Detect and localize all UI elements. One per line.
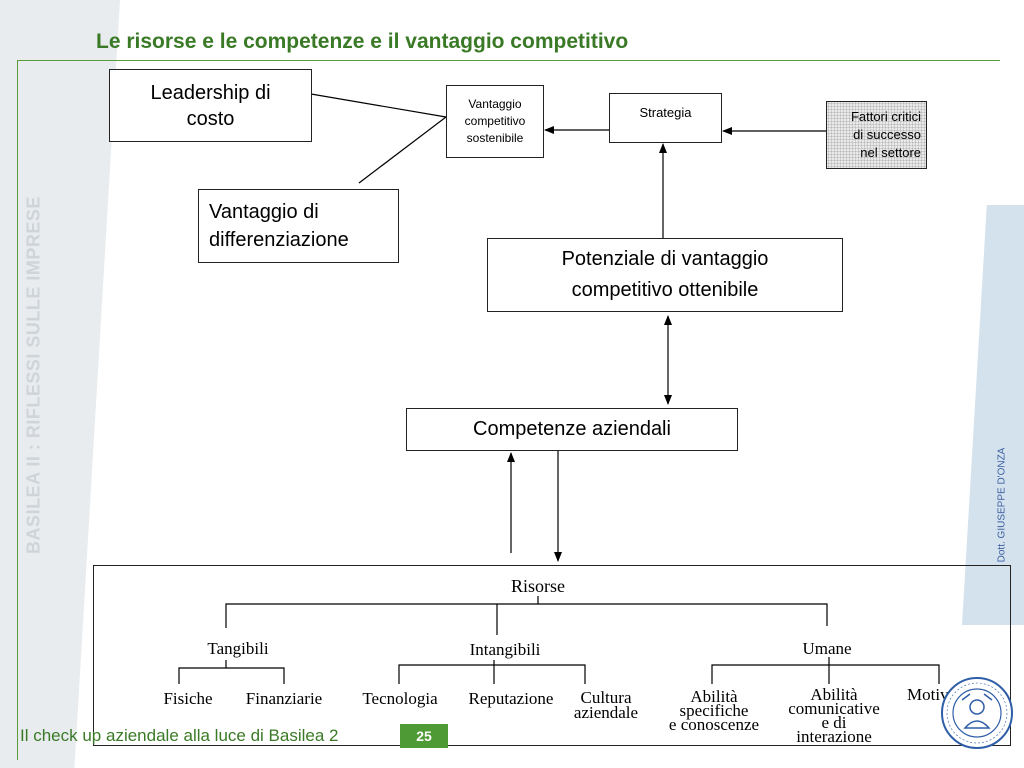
cultura-line-2: aziendale — [573, 703, 639, 722]
finanziarie-label: Finanziarie — [245, 689, 323, 708]
risorse-root-label: Risorse — [511, 576, 565, 596]
vantaggio-sostenibile-box: Vantaggio competitivo sostenibile — [446, 85, 544, 158]
strategia-box: Strategia — [609, 93, 722, 143]
vantaggio-line-1: Vantaggio — [468, 97, 522, 111]
fattori-line-2: di successo — [853, 127, 921, 142]
fattori-line-1: Fattori critici — [850, 109, 921, 124]
potenziale-line-1: Potenziale di vantaggio — [561, 248, 769, 270]
reputazione-label: Reputazione — [468, 689, 554, 708]
tangibili-label: Tangibili — [207, 639, 269, 658]
slide-title: Le risorse e le competenze e il vantaggi… — [96, 30, 629, 53]
vantaggio-line-3: sostenibile — [466, 131, 524, 145]
abilita-spec-line-2: specifiche — [679, 701, 749, 720]
strategia-label: Strategia — [639, 105, 692, 120]
tecnologia-label: Tecnologia — [362, 689, 438, 708]
differenziazione-line-2: differenziazione — [209, 229, 349, 251]
leadership-costo-box: Leadership di costo — [109, 69, 312, 142]
potenziale-line-2: competitivo ottenibile — [571, 279, 759, 301]
intangibili-label: Intangibili — [469, 640, 541, 659]
left-divider — [17, 60, 18, 760]
fisiche-label: Fisiche — [163, 689, 213, 708]
leadership-connector — [310, 93, 447, 118]
title-divider — [17, 60, 1000, 61]
abilita-com-line-4: interazione — [796, 727, 872, 746]
risorse-tree-lines — [178, 596, 940, 684]
page-number-badge: 25 — [400, 724, 448, 748]
umane-label: Umane — [802, 639, 852, 658]
competenze-label: Competenze aziendali — [473, 418, 671, 440]
leadership-line-1: Leadership di — [150, 81, 271, 104]
abilita-spec-line-3: e conoscenze — [668, 715, 760, 734]
leadership-line-2: costo — [186, 107, 235, 130]
abilita-com-line-3: e di — [821, 713, 847, 732]
abilita-com-line-1: Abilità — [810, 685, 858, 704]
university-seal-icon — [941, 677, 1013, 749]
abilita-spec-line-1: Abilità — [690, 687, 738, 706]
footer-text: Il check up aziendale alla luce di Basil… — [20, 726, 339, 745]
competenze-box: Competenze aziendali — [406, 408, 738, 451]
potenziale-box: Potenziale di vantaggio competitivo otten… — [487, 238, 843, 312]
differenziazione-line-1: Vantaggio di — [209, 201, 319, 223]
abilita-com-line-2: comunicative — [788, 699, 880, 718]
differenziazione-box: Vantaggio di differenziazione — [198, 189, 399, 263]
risorse-frame — [93, 565, 1011, 746]
fattori-line-3: nel settore — [860, 145, 921, 160]
cultura-line-1: Cultura — [580, 688, 632, 707]
fattori-critici-box: Fattori critici di successo nel settore — [826, 101, 927, 169]
differenziazione-connector — [358, 116, 447, 184]
vantaggio-line-2: competitivo — [464, 114, 526, 128]
